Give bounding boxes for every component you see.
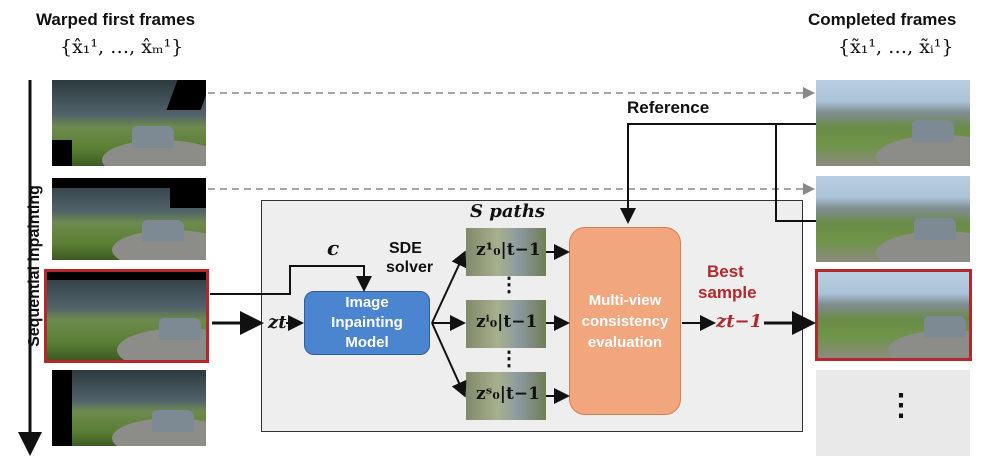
model-to-path-1 bbox=[431, 250, 467, 324]
path-label-1: z¹₀|t−1 bbox=[476, 240, 541, 260]
completed-frame-3-current bbox=[815, 269, 972, 361]
reference-path bbox=[620, 123, 816, 224]
model-label-line2: Inpainting bbox=[331, 314, 403, 331]
s-paths-label: S paths bbox=[470, 201, 546, 222]
sde-label-line2: solver bbox=[386, 259, 434, 276]
best-label-line1: Best bbox=[707, 262, 744, 281]
completed-frames-title: Completed frames bbox=[808, 10, 957, 29]
path-label-s: zˢ₀|t−1 bbox=[476, 384, 540, 404]
warped-frames-title: Warped first frames bbox=[36, 10, 196, 29]
completed-frames-set: {x̃₁¹, …, x̃ᵢ¹} bbox=[838, 36, 954, 58]
reference-label: Reference bbox=[627, 98, 710, 117]
multi-view-evaluation-box: Multi-view consistency evaluation bbox=[569, 227, 681, 415]
eval-label-line1: Multi-view bbox=[588, 291, 662, 309]
path-vdots-2: ⋮ bbox=[499, 348, 519, 370]
model-label-line3: Model bbox=[345, 334, 389, 351]
image-inpainting-model-box: Image Inpainting Model bbox=[304, 291, 430, 355]
path-label-i: zⁱ₀|t−1 bbox=[476, 312, 538, 332]
completed-frame-placeholder: ⋮ bbox=[816, 370, 970, 456]
warped-frame-1 bbox=[52, 80, 206, 166]
path-sample-i bbox=[466, 300, 546, 348]
warped-frames-set: {x̂₁¹, …, x̂ₘ¹} bbox=[60, 36, 184, 58]
model-to-path-s bbox=[431, 322, 467, 398]
best-label-line2: sample bbox=[698, 283, 757, 302]
reference-path-2 bbox=[775, 124, 816, 222]
warped-frame-2 bbox=[52, 178, 206, 260]
zt-minus-1-output-label: zt−1 bbox=[716, 311, 763, 332]
warped-frame-4 bbox=[52, 370, 206, 446]
path-vdots-1: ⋮ bbox=[499, 274, 519, 296]
condition-path bbox=[210, 265, 372, 295]
warped-frame-3-current bbox=[44, 269, 209, 363]
eval-label-line3: evaluation bbox=[587, 333, 663, 351]
eval-label-line2: consistency bbox=[581, 312, 669, 330]
sde-label-line1: SDE bbox=[389, 240, 422, 257]
completed-frame-1 bbox=[816, 80, 970, 166]
more-frames-ellipsis: ⋮ bbox=[886, 389, 916, 422]
path-sample-s bbox=[466, 372, 546, 420]
model-label-line1: Image bbox=[345, 294, 389, 311]
path-sample-1 bbox=[466, 228, 546, 276]
completed-frame-2 bbox=[816, 176, 970, 262]
zt-input-label: zt bbox=[268, 312, 287, 333]
condition-c-label: c bbox=[327, 236, 340, 260]
